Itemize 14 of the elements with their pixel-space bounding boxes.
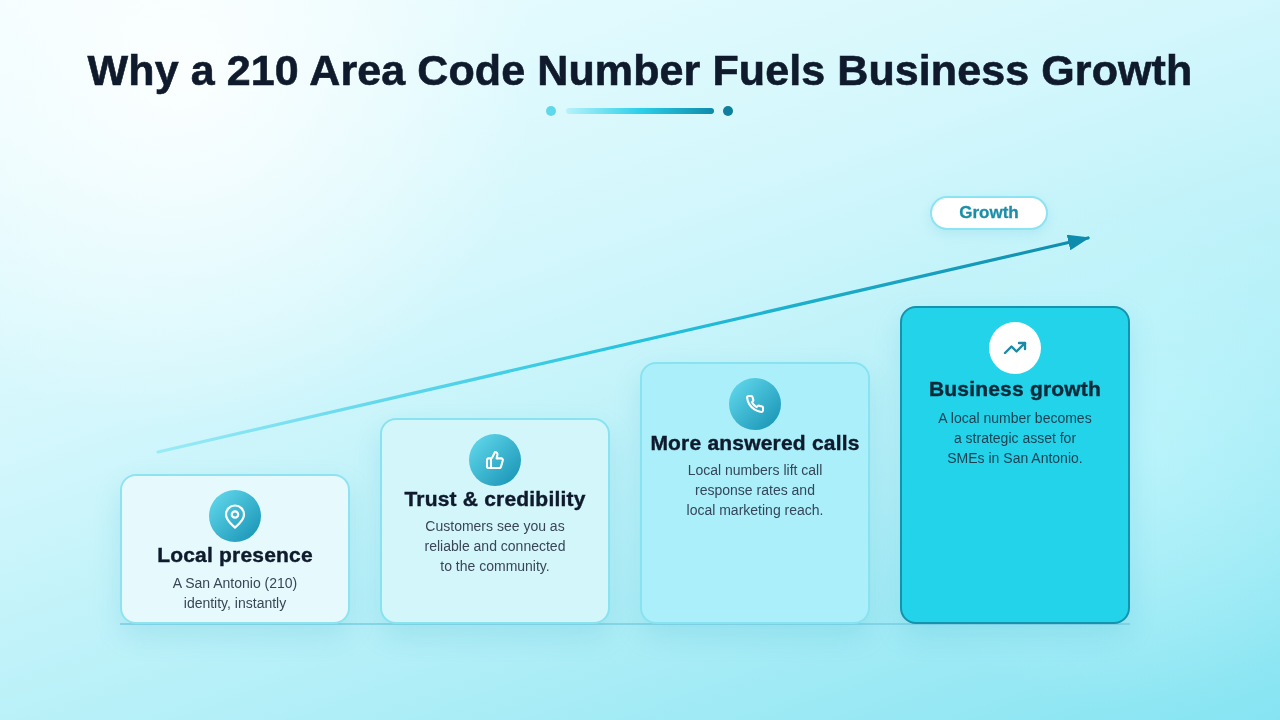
card-description: A San Antonio (210) identity, instantly (171, 574, 299, 613)
diagram-title: Why a 210 Area Code Number Fuels Business Growth (87, 45, 1193, 95)
tag-pill: Growth (930, 196, 1048, 230)
step-card (380, 418, 610, 624)
step-card (900, 306, 1130, 624)
card-title: More answered calls (650, 431, 860, 455)
card-title: Trust & credibility (404, 487, 586, 511)
card-title: Local presence (157, 543, 313, 567)
step-card (120, 474, 350, 624)
card-title: Business growth (928, 377, 1102, 401)
step-card (640, 362, 870, 624)
card-description: Customers see you as reliable and connected to the community. (423, 517, 567, 576)
card-description: A local number becomes a strategic asset for SMEs in San Antonio. (937, 409, 1093, 468)
card-description: Local numbers lift call response rates and local marketing reach. (685, 461, 825, 520)
